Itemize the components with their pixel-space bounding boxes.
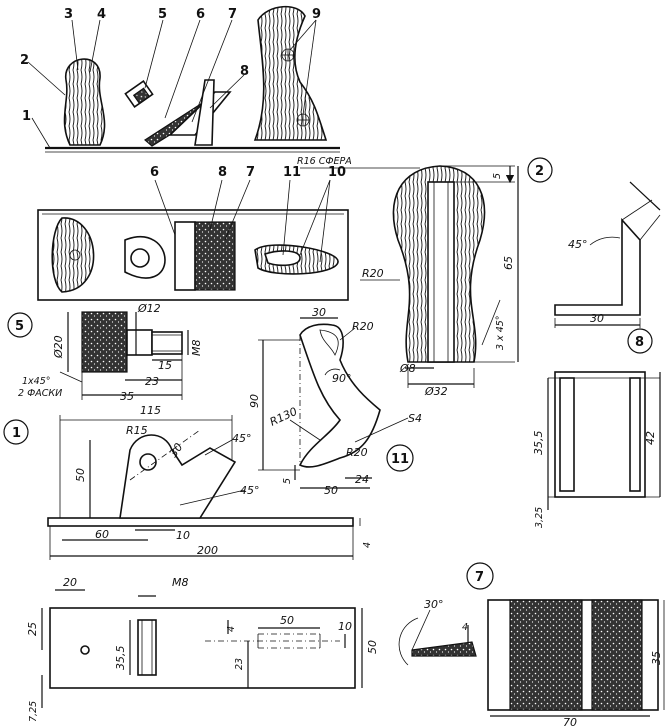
part-8-angle: 45° <box>568 238 588 251</box>
part-2-dim-5: 5 <box>492 173 503 179</box>
part-11-s4: S4 <box>408 412 422 425</box>
part-1-number: 1 <box>12 426 21 441</box>
part-11-w50: 50 <box>324 484 338 497</box>
part-5-number: 5 <box>15 319 24 334</box>
part-1-t4: 4 <box>362 542 373 548</box>
part-5-l35: 35 <box>120 390 134 403</box>
part-7-blade: 7 30° 4 35 70 <box>398 562 665 728</box>
part-5-l23: 23 <box>145 375 159 388</box>
part-2-dim-r20: R20 <box>362 267 384 280</box>
base-l20: 20 <box>63 576 77 589</box>
part-8-width: 30 <box>590 312 604 325</box>
topview-callout-10: 10 <box>328 165 346 180</box>
part-11-angle-90: 90° <box>332 372 352 385</box>
part-5-screw: 5 Ø12 Ø20 M8 15 23 35 1x45° 2 ФАСКИ <box>7 302 203 403</box>
topview-callout-6: 6 <box>150 165 159 180</box>
topview-callout-7: 7 <box>246 165 255 180</box>
part-11-h90: 90 <box>248 394 261 408</box>
part-2-bore: Ø8 <box>399 362 416 375</box>
part-5-chamfer: 1x45° <box>22 376 51 387</box>
base-l50: 50 <box>280 614 294 627</box>
part-8-h355: 35,5 <box>532 431 545 456</box>
assembly-callout-5: 5 <box>158 7 167 22</box>
assembly-callout-4: 4 <box>97 7 106 22</box>
part-8-t325: 3,25 <box>534 507 545 528</box>
part-11-w30: 30 <box>312 306 326 319</box>
part-1-base-side: 1 115 R15 45° 30 50 45° 60 10 200 4 <box>3 404 373 560</box>
part-2-sphere-radius: R16 СФЕРА <box>297 156 352 167</box>
assembly-view: 1 2 3 4 5 6 7 8 9 <box>20 5 340 153</box>
part-5-chamfer-count: 2 ФАСКИ <box>18 388 62 399</box>
assembly-callout-8: 8 <box>240 64 249 79</box>
part-7-w70: 70 <box>563 716 577 728</box>
top-view: 6 8 7 11 10 <box>37 165 349 301</box>
part-7-number: 7 <box>475 570 484 585</box>
part-1-angle-45-top: 45° <box>232 432 252 445</box>
base-h725: 7,25 <box>28 701 39 722</box>
part-5-l15: 15 <box>158 359 172 372</box>
part-2-dia-32: Ø32 <box>424 385 448 398</box>
part-5-d20: Ø20 <box>52 335 65 359</box>
topview-callout-8: 8 <box>218 165 227 180</box>
part-1-r15: R15 <box>126 424 148 437</box>
part-11-h5: 5 <box>282 478 293 484</box>
part-11-r20-top: R20 <box>352 320 374 333</box>
base-h4: 4 <box>226 626 237 632</box>
part-2-chamfer: 3 x 45° <box>495 315 506 350</box>
part-11-r130: R130 <box>268 405 299 429</box>
part-1-l10: 10 <box>176 529 190 542</box>
part-7-t4: 4 <box>462 622 468 633</box>
part-11-handle: 30 R20 90° 90 R130 S4 R20 5 50 24 11 <box>248 306 422 497</box>
part-8-h42: 42 <box>644 431 657 445</box>
assembly-callout-1: 1 <box>22 109 31 124</box>
part-1-h50: 50 <box>74 468 87 482</box>
base-h355: 35,5 <box>114 646 127 671</box>
base-h23: 23 <box>234 658 245 670</box>
screw-knob <box>124 80 154 108</box>
part-2-knob: 2 R16 СФЕРА 5 65 R20 3 x 45° Ø8 Ø32 <box>297 156 553 398</box>
part-1-l200: 200 <box>197 544 218 557</box>
topview-callout-11: 11 <box>283 165 301 180</box>
base-m8: M8 <box>172 576 189 589</box>
assembly-callout-7: 7 <box>228 7 237 22</box>
part-7-h35: 35 <box>650 651 663 665</box>
part-8-bracket: 8 45° 30 42 35,5 3,25 <box>532 181 661 528</box>
base-h50: 50 <box>366 640 379 654</box>
assembly-callout-6: 6 <box>196 7 205 22</box>
part-5-m8: M8 <box>190 340 203 357</box>
assembly-callout-2: 2 <box>20 53 29 68</box>
part-1-l115: 115 <box>140 404 161 417</box>
base-h25: 25 <box>26 622 39 636</box>
part-11-number: 11 <box>391 452 409 467</box>
part-7-angle: 30° <box>424 598 444 611</box>
part-8-number: 8 <box>635 335 644 350</box>
assembly-callout-3: 3 <box>64 7 73 22</box>
part-2-number: 2 <box>535 164 544 179</box>
part-1-angle-45-bottom: 45° <box>240 484 260 497</box>
part-2-dim-65: 65 <box>502 256 515 270</box>
base-plan-view: 20 M8 25 35,5 4 50 10 50 23 7,25 <box>26 576 379 722</box>
assembly-callout-9: 9 <box>312 7 321 22</box>
part-11-r20-bottom: R20 <box>346 446 368 459</box>
part-11-w24: 24 <box>355 473 369 486</box>
base-h10: 10 <box>338 620 352 633</box>
part-1-l60: 60 <box>95 528 109 541</box>
part-5-d12: Ø12 <box>137 302 161 315</box>
